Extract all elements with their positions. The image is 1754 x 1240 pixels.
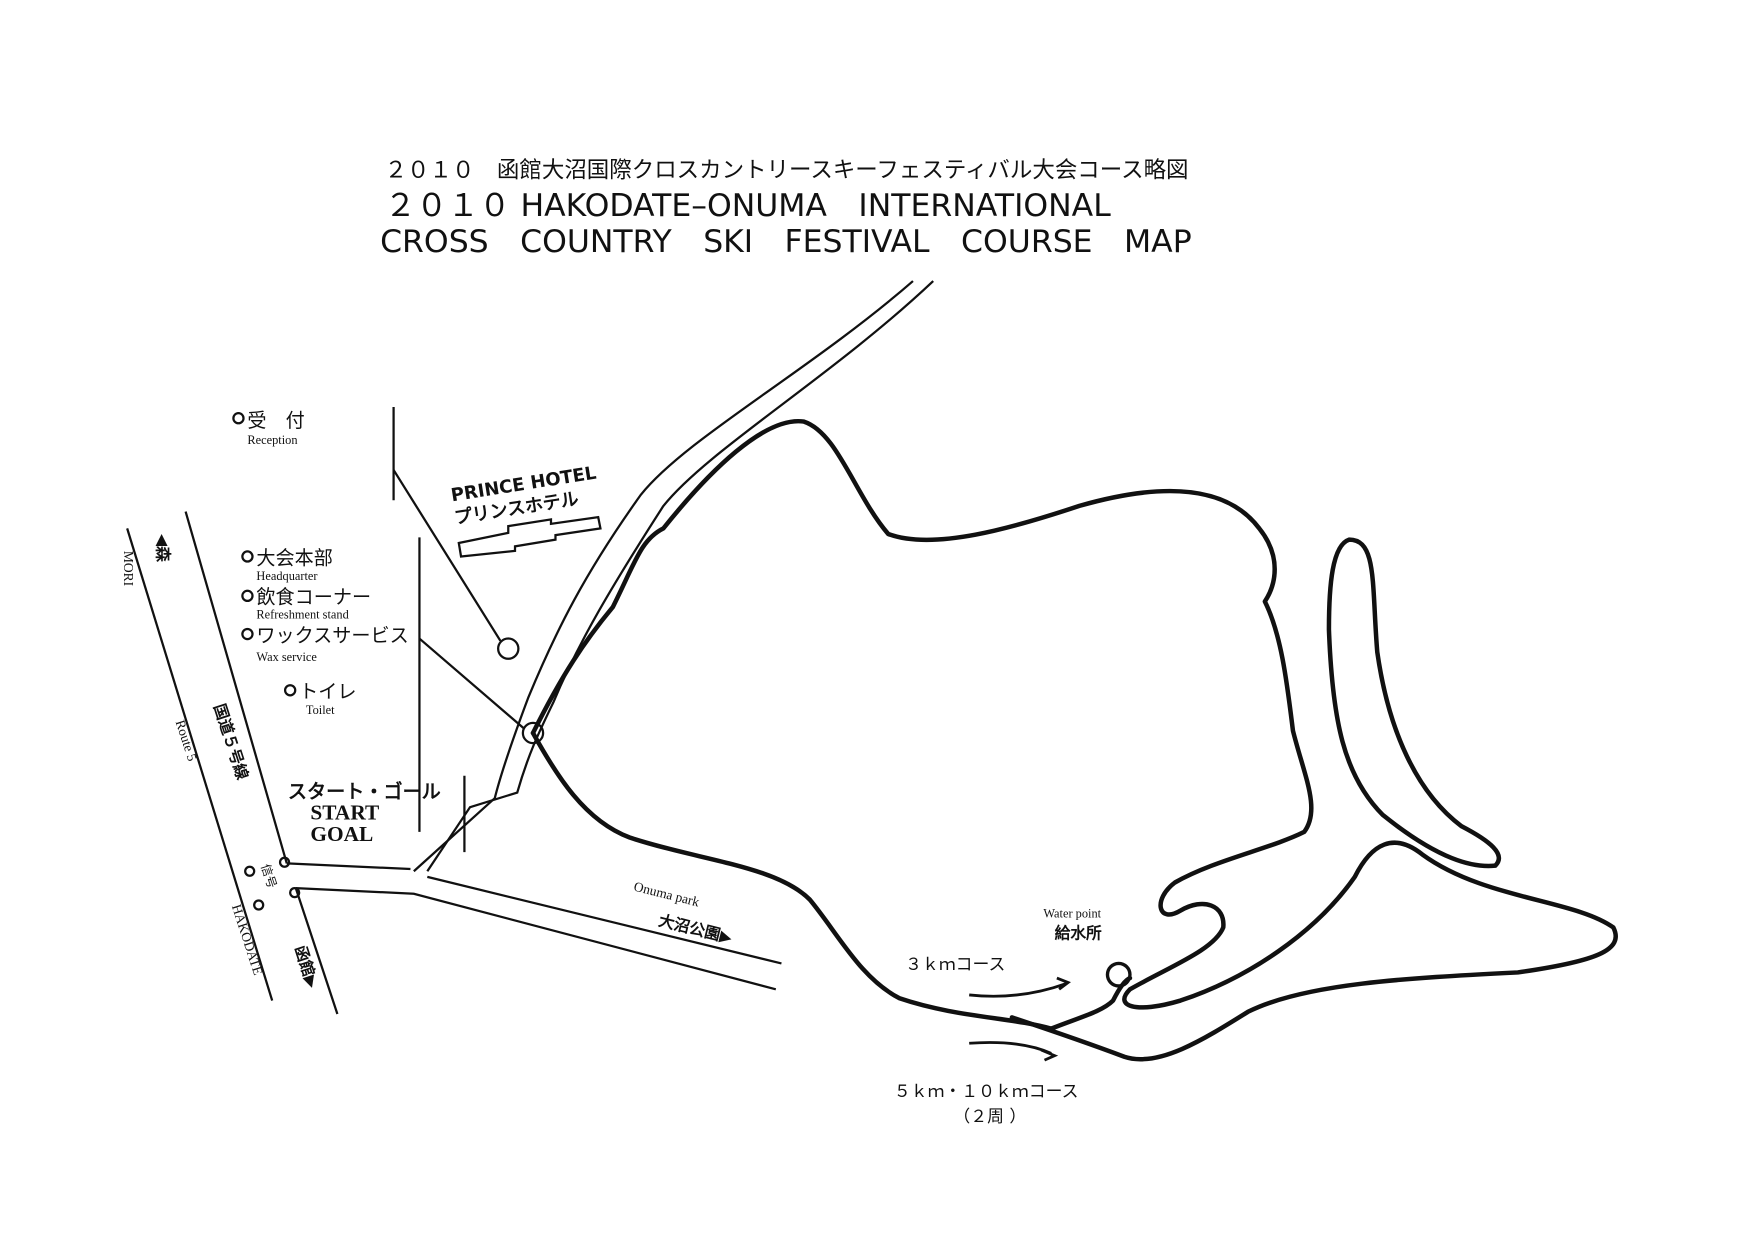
- start-goal-ja: スタート・ゴール: [288, 780, 441, 803]
- title-english-line1: ２０１０ HAKODATE–ONUMA INTERNATIONAL: [385, 188, 1112, 224]
- signal-ja: 信号: [258, 862, 279, 890]
- legend-headquarter-ja: 大会本部: [256, 547, 332, 569]
- onuma-park-en: Onuma park: [632, 879, 701, 910]
- mori-en: MORI: [121, 551, 136, 587]
- route-ja: 国道５号線: [210, 701, 252, 782]
- start-marker: [521, 721, 545, 745]
- facility-legend: 受 付 Reception 大会本部 Headquarter 飲食コーナー Re…: [232, 410, 409, 717]
- course-5-10km-label: ５ｋｍ・１０ｋｍコース: [894, 1081, 1079, 1101]
- title-japanese: ２０１０ 函館大沼国際クロスカントリースキーフェスティバル大会コース略図: [385, 158, 1189, 184]
- course-3km-label: ３ｋｍコース: [905, 954, 1005, 974]
- course-laps-note: （２周 ）: [953, 1106, 1026, 1126]
- legend-wax-en: Wax service: [256, 650, 317, 664]
- route-en: Route 5: [173, 718, 200, 763]
- water-point-marker: [1105, 961, 1132, 988]
- legend-reception-ja: 受 付: [247, 410, 304, 432]
- goal-label: GOAL: [310, 822, 373, 846]
- mori-ja: ◀森: [154, 534, 173, 562]
- legend-toilet-ja: トイレ: [299, 682, 356, 703]
- water-point-en: Water point: [1043, 906, 1101, 920]
- roads: [126, 280, 934, 1015]
- water-point-ja: 給水所: [1055, 924, 1102, 943]
- legend-reception-en: Reception: [247, 433, 297, 447]
- title-english-line2: CROSS COUNTRY SKI FESTIVAL COURSE MAP: [380, 224, 1192, 260]
- hotel-building-icon: [457, 515, 602, 558]
- hakodate-ja: 函館▶: [291, 943, 323, 991]
- legend-headquarter-en: Headquarter: [256, 569, 317, 583]
- hotel-marker: [497, 637, 520, 660]
- ski-course: [530, 419, 1618, 1062]
- legend-wax-ja: ワックスサービス: [256, 625, 408, 647]
- hakodate-en: HAKODATE: [229, 902, 266, 976]
- start-label: START: [310, 801, 379, 825]
- legend-toilet-en: Toilet: [306, 703, 335, 717]
- legend-refreshment-en: Refreshment stand: [256, 607, 349, 621]
- legend-refreshment-ja: 飲食コーナー: [256, 587, 371, 609]
